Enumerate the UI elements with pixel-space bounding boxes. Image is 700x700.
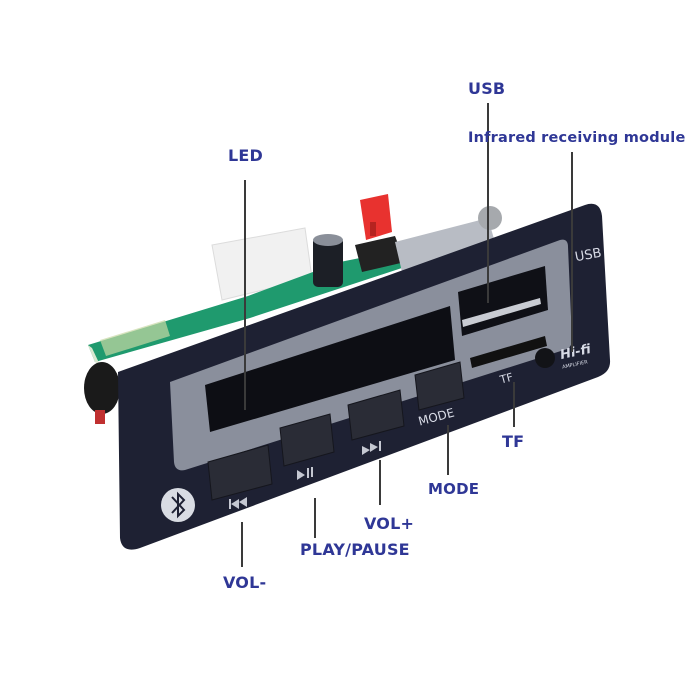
callout-mode: MODE <box>428 480 480 498</box>
next-track-icon <box>362 441 381 455</box>
callout-led: LED <box>228 146 264 165</box>
callout-tf: TF <box>502 432 525 451</box>
button-mode[interactable] <box>414 361 465 411</box>
leader-tf <box>513 382 515 427</box>
leader-play-pause <box>314 498 316 538</box>
leader-led <box>244 180 246 410</box>
play-pause-icon <box>297 467 313 480</box>
callout-infrared: Infrared receiving module <box>468 130 686 146</box>
button-vol-plus[interactable] <box>347 389 405 441</box>
side-knob <box>84 362 120 424</box>
leader-infrared <box>571 152 573 352</box>
button-vol-minus[interactable] <box>207 444 273 501</box>
callout-vol-minus: VOL- <box>223 573 267 592</box>
prev-track-icon <box>229 497 247 509</box>
callout-usb: USB <box>468 79 506 98</box>
capacitor <box>313 234 343 287</box>
leader-vol-minus <box>241 522 243 567</box>
leader-vol-plus <box>379 460 381 505</box>
bluetooth-icon <box>161 488 195 522</box>
callout-play-pause: PLAY/PAUSE <box>300 540 410 559</box>
red-connector <box>360 194 392 240</box>
callout-vol-plus: VOL+ <box>364 514 415 533</box>
leader-mode <box>447 425 449 475</box>
leader-usb <box>487 103 489 303</box>
button-play-pause[interactable] <box>279 413 335 467</box>
